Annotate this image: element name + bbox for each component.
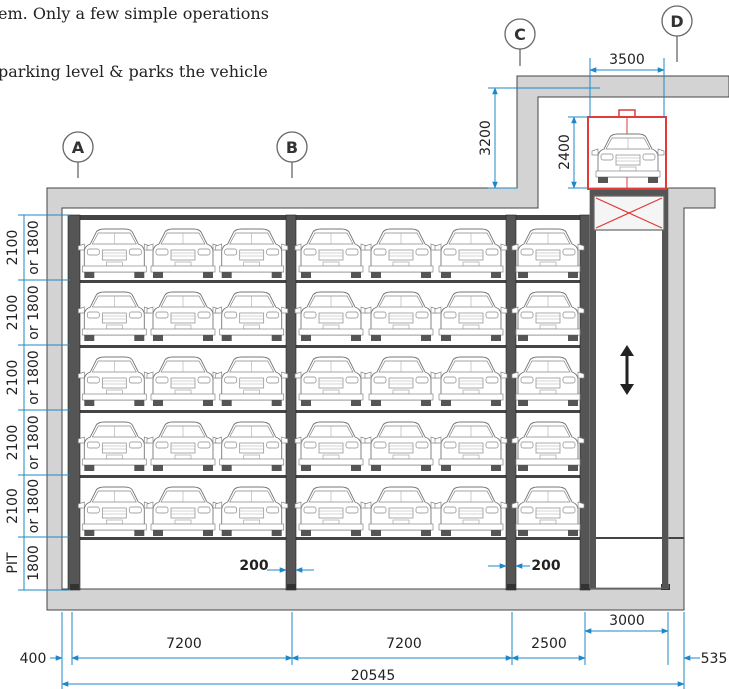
column-width-right: 200	[531, 558, 560, 574]
parked-car-icon	[294, 228, 368, 279]
lift-width-dimension: 3500	[609, 52, 645, 68]
wall-left-dimension: 400	[20, 651, 47, 667]
level-3-alt-height: or 1800	[26, 350, 42, 404]
level-5-height: 2100	[5, 488, 21, 524]
parked-car-icon	[294, 356, 368, 407]
parked-car-icon	[511, 486, 585, 537]
parked-car-icon	[215, 486, 289, 537]
level-5-alt-height: or 1800	[26, 479, 42, 533]
gridline-a-marker: A	[62, 131, 94, 178]
parked-car-icon	[364, 486, 438, 537]
level-3-height: 2100	[5, 360, 21, 396]
parked-car-icon	[215, 356, 289, 407]
parked-car-icon	[77, 486, 151, 537]
parked-car-icon	[434, 228, 508, 279]
parked-car-icon	[294, 486, 368, 537]
headroom-dimension: 3200	[478, 120, 494, 156]
lift-shaft	[587, 109, 669, 589]
parked-car-icon	[364, 421, 438, 472]
parked-car-icon	[434, 421, 508, 472]
level-2-alt-height: or 1800	[26, 285, 42, 339]
car-height-dimension: 2400	[557, 134, 573, 170]
parked-car-icon	[215, 228, 289, 279]
column-width-left: 200	[239, 558, 268, 574]
gridline-d-label: D	[670, 12, 683, 31]
parked-car-icon	[215, 291, 289, 342]
shaft-dimension: 3000	[609, 613, 645, 629]
concrete-structure	[46, 75, 729, 611]
level-1-height: 2100	[5, 230, 21, 266]
parked-car-icon	[146, 421, 220, 472]
parked-car-icon	[294, 291, 368, 342]
pit-label: PIT	[5, 552, 21, 574]
parked-car-icon	[364, 356, 438, 407]
parked-car-icon	[364, 228, 438, 279]
gridline-markers: A B C D	[62, 5, 693, 178]
parked-car-icon	[294, 421, 368, 472]
parked-car-icon	[511, 421, 585, 472]
gridline-a-label: A	[72, 138, 85, 157]
total-length-dimension: 20545	[351, 668, 396, 684]
parked-car-icon	[434, 356, 508, 407]
intro-text-line-1: em. Only a few simple operations	[0, 4, 269, 23]
dimension-labels: 2100 or 1800 2100 or 1800 2100 or 1800 2…	[5, 52, 727, 684]
storage-rack	[67, 214, 684, 591]
bay-b-dimension: 7200	[386, 636, 422, 652]
parked-car-icon	[215, 421, 289, 472]
wall-right-dimension: 535	[701, 651, 728, 667]
level-4-alt-height: or 1800	[26, 415, 42, 469]
parked-car-icon	[511, 228, 585, 279]
pit-height: 1800	[26, 545, 42, 581]
bay-a-dimension: 7200	[166, 636, 202, 652]
parked-car-icon	[77, 291, 151, 342]
level-2-height: 2100	[5, 295, 21, 331]
gridline-c-marker: C	[504, 18, 536, 66]
parked-car-icon	[146, 228, 220, 279]
gridline-c-label: C	[514, 25, 526, 44]
parked-car-icon	[364, 291, 438, 342]
parked-car-icon	[146, 291, 220, 342]
parked-car-icon	[511, 291, 585, 342]
gridline-b-label: B	[286, 138, 298, 157]
level-4-height: 2100	[5, 425, 21, 461]
parked-car-icon	[434, 291, 508, 342]
dimensions	[18, 58, 700, 689]
parked-car-icon	[77, 356, 151, 407]
parked-car-icon	[77, 228, 151, 279]
bay-c-dimension: 2500	[531, 636, 567, 652]
intro-text-line-2: parking level & parks the vehicle	[0, 62, 268, 81]
gridline-b-marker: B	[276, 131, 308, 178]
parked-car-icon	[434, 486, 508, 537]
parked-car-icon	[146, 486, 220, 537]
parked-car-icon	[511, 356, 585, 407]
gridline-d-marker: D	[661, 5, 693, 62]
vertical-movement-arrow-icon	[620, 345, 634, 395]
level-1-alt-height: or 1800	[26, 220, 42, 274]
parked-car-icon	[146, 356, 220, 407]
lift-car-icon	[591, 133, 665, 184]
parked-car-icon	[77, 421, 151, 472]
